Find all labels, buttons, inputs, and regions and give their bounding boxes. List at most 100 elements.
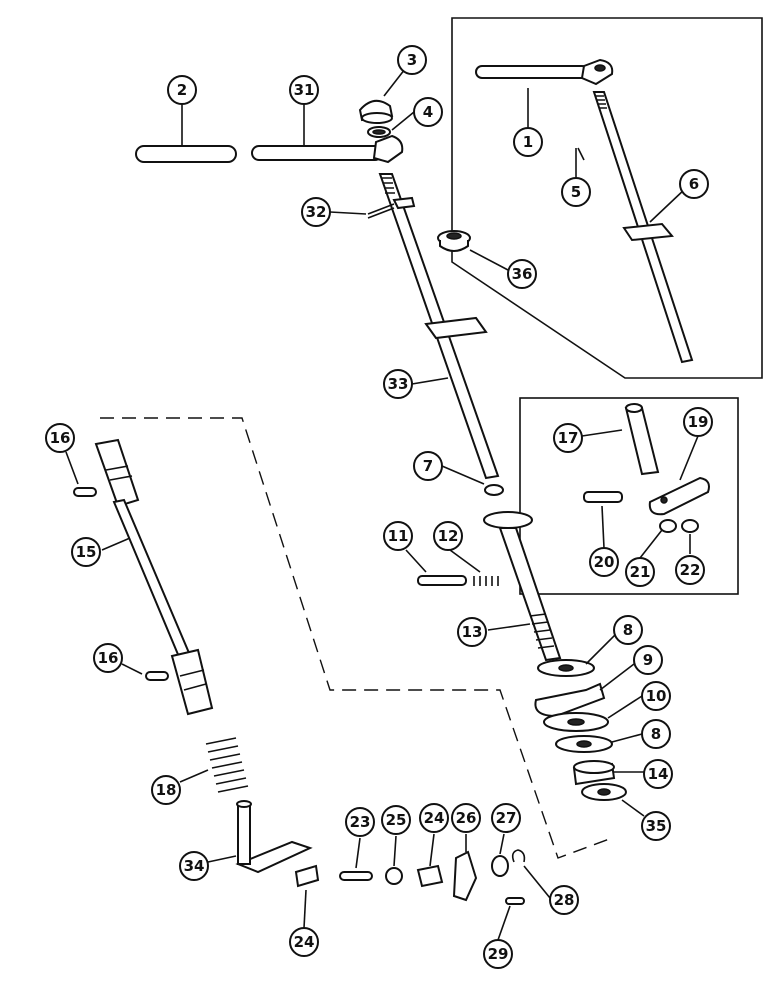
inset-panel-lever	[519, 397, 739, 595]
callout-12: 12	[433, 521, 463, 551]
callout-33: 33	[383, 369, 413, 399]
svg-text:13: 13	[462, 623, 483, 641]
pin-inset-part	[577, 147, 585, 161]
svg-text:5: 5	[571, 183, 581, 201]
bracket-part	[235, 800, 313, 874]
spring-small-part	[473, 576, 499, 586]
callout-34: 34	[179, 851, 209, 881]
svg-text:4: 4	[423, 103, 433, 121]
callout-2: 2	[167, 75, 197, 105]
callout-13: 13	[457, 617, 487, 647]
callout-10: 10	[641, 681, 671, 711]
svg-text:2: 2	[177, 81, 187, 99]
callout-25: 25	[381, 805, 411, 835]
collar-part	[484, 484, 504, 496]
callout-4: 4	[413, 97, 443, 127]
callout-32: 32	[301, 197, 331, 227]
svg-text:17: 17	[558, 429, 579, 447]
callout-15: 15	[71, 537, 101, 567]
svg-text:29: 29	[488, 945, 509, 963]
lever-plate-part	[534, 682, 606, 718]
svg-text:25: 25	[386, 811, 407, 829]
washer-upper-part	[537, 659, 595, 677]
callout-29: 29	[483, 939, 513, 969]
callout-1: 1	[513, 127, 543, 157]
base-washer-part	[581, 783, 627, 801]
svg-text:7: 7	[423, 457, 433, 475]
svg-text:35: 35	[646, 817, 667, 835]
knob-part	[358, 99, 394, 124]
svg-text:34: 34	[184, 857, 205, 875]
washer-small-part	[491, 855, 509, 877]
svg-text:15: 15	[76, 543, 97, 561]
svg-text:9: 9	[643, 651, 653, 669]
callout-16-upper: 16	[45, 423, 75, 453]
callout-18: 18	[151, 775, 181, 805]
pin-lower-part	[145, 671, 169, 681]
callout-31: 31	[289, 75, 319, 105]
svg-text:18: 18	[156, 781, 177, 799]
callout-35: 35	[641, 811, 671, 841]
nut-part	[572, 760, 616, 786]
threaded-rod-part	[339, 871, 373, 881]
callout-22: 22	[675, 555, 705, 585]
callout-8-lower: 8	[641, 719, 671, 749]
callout-23: 23	[345, 807, 375, 837]
spring-pin-part	[367, 203, 395, 219]
svg-text:24: 24	[424, 809, 445, 827]
washer-inset-part	[659, 519, 677, 533]
svg-text:19: 19	[688, 413, 709, 431]
callout-16-lower: 16	[93, 643, 123, 673]
callout-27: 27	[491, 803, 521, 833]
callout-14: 14	[643, 759, 673, 789]
svg-text:8: 8	[651, 725, 661, 743]
svg-text:26: 26	[456, 809, 477, 827]
universal-joint-shaft-part	[94, 438, 214, 716]
svg-text:10: 10	[646, 687, 667, 705]
svg-text:6: 6	[689, 175, 699, 193]
svg-text:3: 3	[407, 51, 417, 69]
svg-text:36: 36	[512, 265, 533, 283]
bolt-part	[417, 575, 467, 586]
thick-washer-part	[543, 712, 609, 732]
callout-17: 17	[553, 423, 583, 453]
svg-text:11: 11	[388, 527, 409, 545]
lever-arm-part	[648, 476, 710, 516]
callout-19: 19	[683, 407, 713, 437]
callout-6: 6	[679, 169, 709, 199]
callout-3: 3	[397, 45, 427, 75]
svg-text:31: 31	[294, 81, 315, 99]
callout-7: 7	[413, 451, 443, 481]
pin-upper-part	[73, 487, 97, 497]
control-shaft-inset-part	[592, 91, 694, 364]
svg-text:20: 20	[594, 553, 615, 571]
callout-9: 9	[633, 645, 663, 675]
washer-top-part	[367, 126, 391, 138]
retaining-ring-part	[511, 849, 526, 863]
svg-text:28: 28	[554, 891, 575, 909]
dashed-assembly-outline	[100, 417, 613, 859]
svg-text:33: 33	[388, 375, 409, 393]
control-shaft-main-part	[378, 173, 500, 480]
callout-24-left: 24	[289, 927, 319, 957]
svg-text:32: 32	[306, 203, 327, 221]
svg-text:12: 12	[438, 527, 459, 545]
nut-inset-part	[681, 519, 699, 533]
svg-text:24: 24	[294, 933, 315, 951]
svg-text:21: 21	[630, 563, 651, 581]
svg-text:8: 8	[623, 621, 633, 639]
ball-joint-right-part	[416, 864, 444, 888]
svg-text:1: 1	[523, 133, 533, 151]
tube-part	[624, 403, 660, 476]
hand-lever-main-part	[251, 134, 404, 164]
clip-part	[452, 850, 478, 902]
svg-text:14: 14	[648, 765, 669, 783]
callout-8-upper: 8	[613, 615, 643, 645]
callout-20: 20	[589, 547, 619, 577]
svg-text:27: 27	[496, 809, 517, 827]
leader-lines	[65, 59, 699, 941]
callout-24-right: 24	[419, 803, 449, 833]
svg-text:16: 16	[50, 429, 71, 447]
callout-28: 28	[549, 885, 579, 915]
svg-text:16: 16	[98, 649, 119, 667]
